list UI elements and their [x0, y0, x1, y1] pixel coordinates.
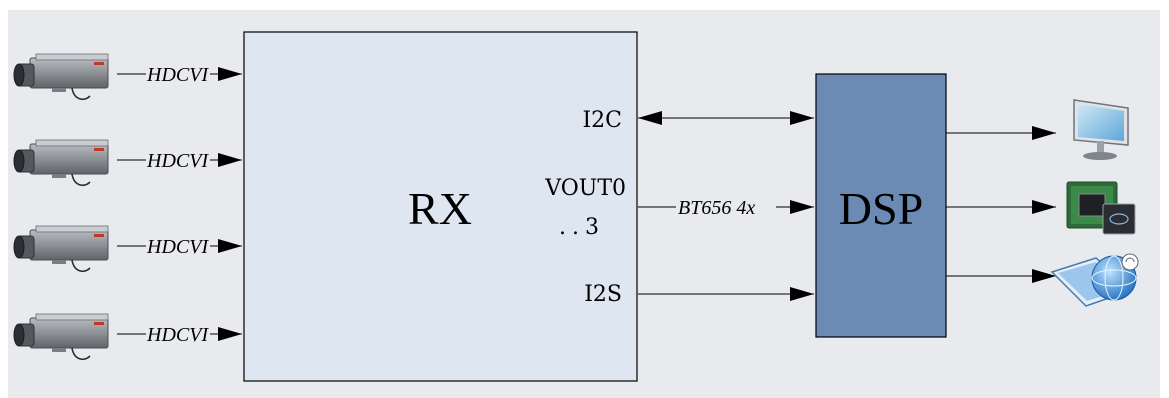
- i2s-port-label: I2S: [584, 282, 622, 307]
- camera-row-3: HDCVI: [13, 225, 242, 273]
- bt656-link-label: BT656 4x: [678, 197, 755, 219]
- camera-row-4: HDCVI: [13, 313, 242, 361]
- dsp-label: DSP: [839, 183, 923, 234]
- rx-block: [243, 31, 638, 382]
- hdcvi-signal-label: HDCVI: [146, 324, 209, 346]
- camera-row-1: HDCVI: [13, 53, 242, 101]
- dsp-block: [815, 73, 947, 338]
- monitor-icon: [1073, 99, 1129, 160]
- processor-chip-icon: [1066, 181, 1136, 235]
- vout-port-label-line2: ..3: [559, 215, 605, 240]
- vout-port-label-line1: VOUT0: [544, 176, 626, 201]
- hdcvi-signal-label: HDCVI: [146, 236, 209, 258]
- i2c-port-label: I2C: [582, 108, 622, 133]
- hdcvi-signal-label: HDCVI: [146, 150, 209, 172]
- hdcvi-signal-label: HDCVI: [146, 64, 209, 86]
- camera-row-2: HDCVI: [13, 139, 242, 187]
- network-globe-icon: [1050, 253, 1139, 307]
- rx-label: RX: [408, 183, 472, 234]
